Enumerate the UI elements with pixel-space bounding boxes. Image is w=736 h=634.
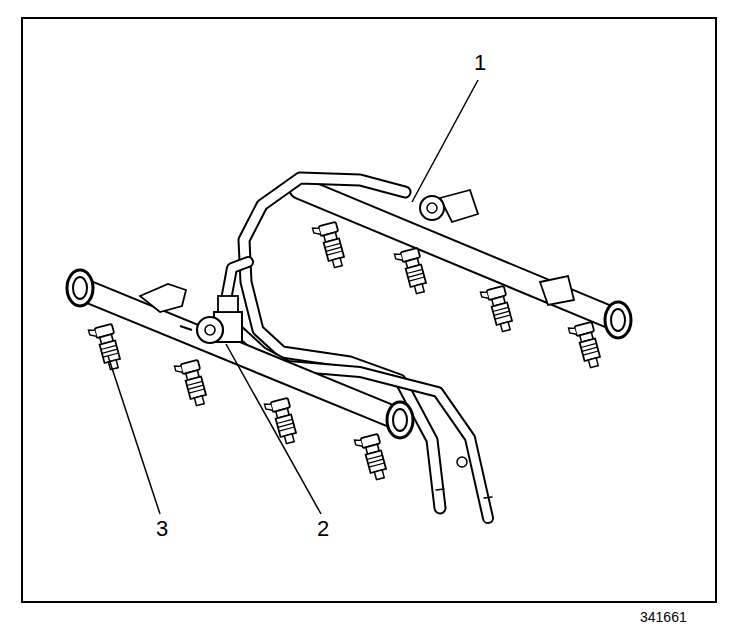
figure-number: 341661	[640, 610, 687, 624]
callout-number: 2	[317, 518, 329, 540]
callout-number: 3	[156, 518, 168, 540]
leader-lines	[108, 80, 478, 514]
front-fuel-rail	[67, 270, 413, 438]
rear-fuel-rail	[300, 188, 631, 338]
front-injectors	[88, 324, 389, 483]
frame	[22, 18, 716, 602]
rear-injectors	[312, 222, 603, 371]
pressure-regulator	[197, 296, 242, 343]
fuel-lines	[226, 178, 492, 518]
callout-number: 1	[474, 52, 486, 74]
